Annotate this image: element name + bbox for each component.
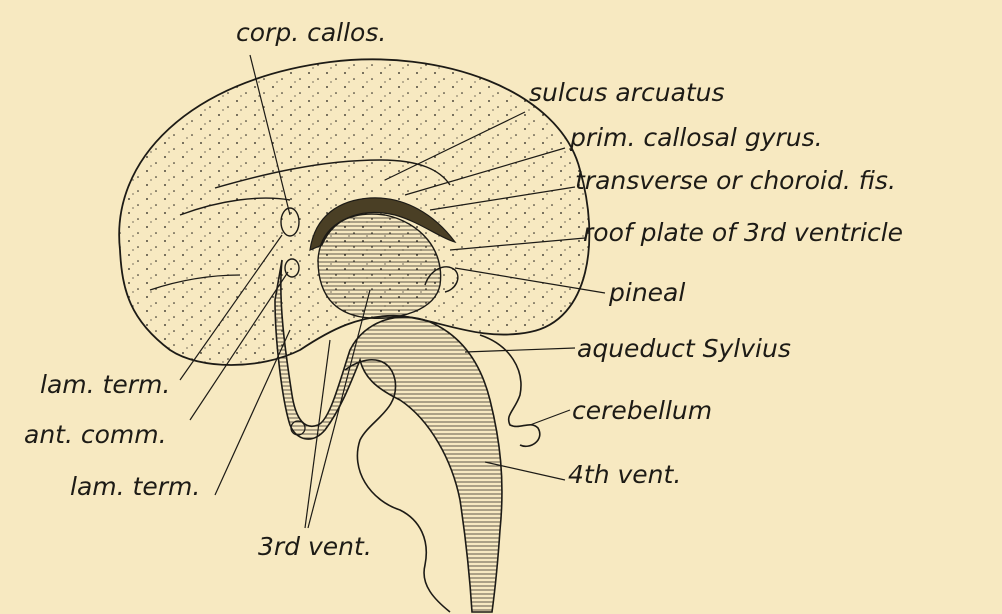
label-ant-comm: ant. comm. <box>24 422 167 447</box>
label-corp-callos: corp. callos. <box>236 20 386 45</box>
label-cerebellum: cerebellum <box>572 398 712 423</box>
label-lam-term-lower: lam. term. <box>70 474 200 499</box>
label-transverse-fis: transverse or choroid. fis. <box>575 168 896 193</box>
label-pineal: pineal <box>609 280 685 305</box>
leader-cerebellum <box>530 410 570 425</box>
label-lam-term-upper: lam. term. <box>40 372 170 397</box>
label-prim-callosal-gyrus: prim. callosal gyrus. <box>570 125 823 150</box>
label-roof-plate: roof plate of 3rd ventricle <box>583 220 903 245</box>
leader-aqueduct <box>465 348 575 352</box>
label-3rd-vent: 3rd vent. <box>258 534 372 559</box>
label-4th-vent: 4th vent. <box>568 462 681 487</box>
label-sulcus-arcuatus: sulcus arcuatus <box>529 80 725 105</box>
label-aqueduct: aqueduct Sylvius <box>577 336 791 361</box>
